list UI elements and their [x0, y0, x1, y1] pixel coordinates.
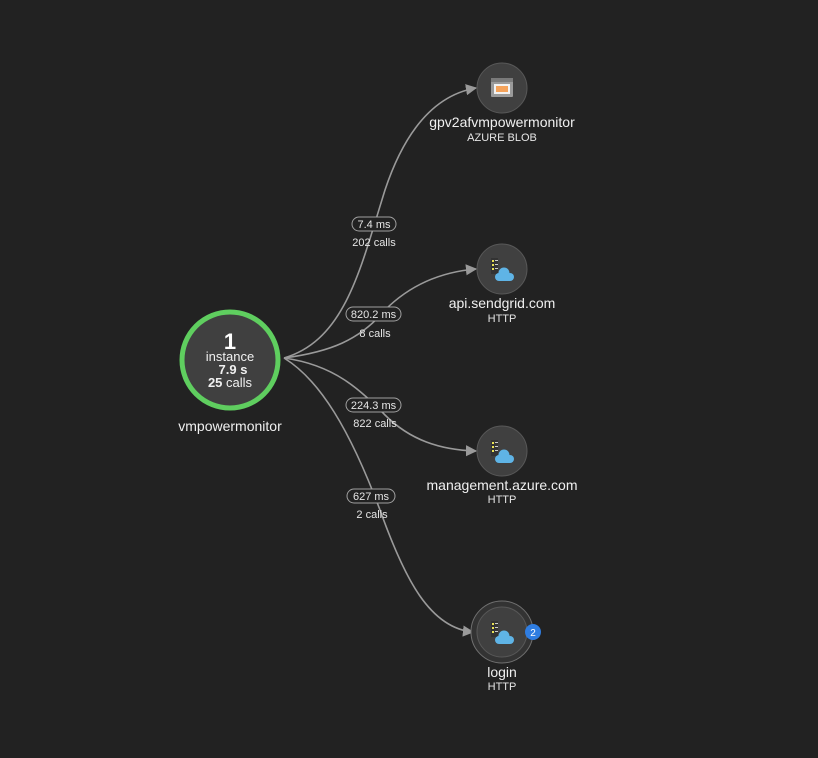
root-calls-count: 25 — [208, 375, 222, 390]
dependency-node-gpv2afvmpowermonitor[interactable]: gpv2afvmpowermonitor AZURE BLOB — [429, 62, 575, 144]
dependency-type: AZURE BLOB — [467, 132, 537, 144]
dependency-node-api-sendgrid[interactable]: api.sendgrid.com HTTP — [449, 243, 556, 325]
dependency-type: HTTP — [488, 313, 517, 325]
edge-calls: 8 calls — [359, 328, 391, 340]
root-node-ring — [179, 309, 281, 411]
edge-calls: 202 calls — [352, 237, 396, 249]
root-calls: 25 calls — [208, 375, 253, 390]
dependency-node-management-azure[interactable]: management.azure.com HTTP — [427, 425, 578, 506]
edge-label-gpv2afvmpowermonitor[interactable]: 7.4 ms 202 calls — [351, 216, 397, 249]
edge-calls: 822 calls — [353, 418, 397, 430]
http-cloud-server-icon — [491, 440, 514, 463]
dependency-type: HTTP — [488, 494, 517, 506]
edge-latency: 7.4 ms — [357, 219, 391, 231]
storage-blob-icon — [491, 78, 513, 97]
dependency-name: gpv2afvmpowermonitor — [429, 114, 575, 130]
instance-count: 1 — [224, 329, 236, 354]
edge-management-azure[interactable] — [283, 357, 478, 457]
dependency-name: management.azure.com — [427, 477, 578, 493]
edge-label-management-azure[interactable]: 224.3 ms 822 calls — [345, 397, 402, 430]
edge-calls: 2 calls — [356, 509, 388, 521]
badge-count: 2 — [530, 628, 536, 639]
root-duration: 7.9 s — [219, 362, 248, 377]
edge-latency: 224.3 ms — [351, 400, 397, 412]
http-cloud-server-icon — [491, 258, 514, 281]
dependency-name: api.sendgrid.com — [449, 295, 556, 311]
dependency-node-login[interactable]: 2 login HTTP — [470, 600, 541, 693]
group-count-badge[interactable]: 2 — [525, 624, 541, 640]
root-calls-label: calls — [226, 375, 253, 390]
edge-latency: 820.2 ms — [351, 309, 397, 321]
edges — [283, 84, 478, 637]
dependency-type: HTTP — [488, 681, 517, 693]
edge-label-api-sendgrid[interactable]: 820.2 ms 8 calls — [345, 306, 402, 340]
instance-unit: instance — [206, 349, 254, 364]
root-node-vmpowermonitor[interactable]: 1 instance 7.9 s 25 calls vmpowermonitor — [178, 309, 282, 434]
edge-latency: 627 ms — [353, 491, 390, 503]
http-cloud-server-icon — [491, 621, 514, 644]
edge-label-login[interactable]: 627 ms 2 calls — [346, 488, 396, 521]
edge-login[interactable] — [283, 357, 475, 637]
dependency-name: login — [487, 664, 517, 680]
root-node-name: vmpowermonitor — [178, 418, 282, 434]
edge-gpv2afvmpowermonitor[interactable] — [283, 84, 478, 359]
